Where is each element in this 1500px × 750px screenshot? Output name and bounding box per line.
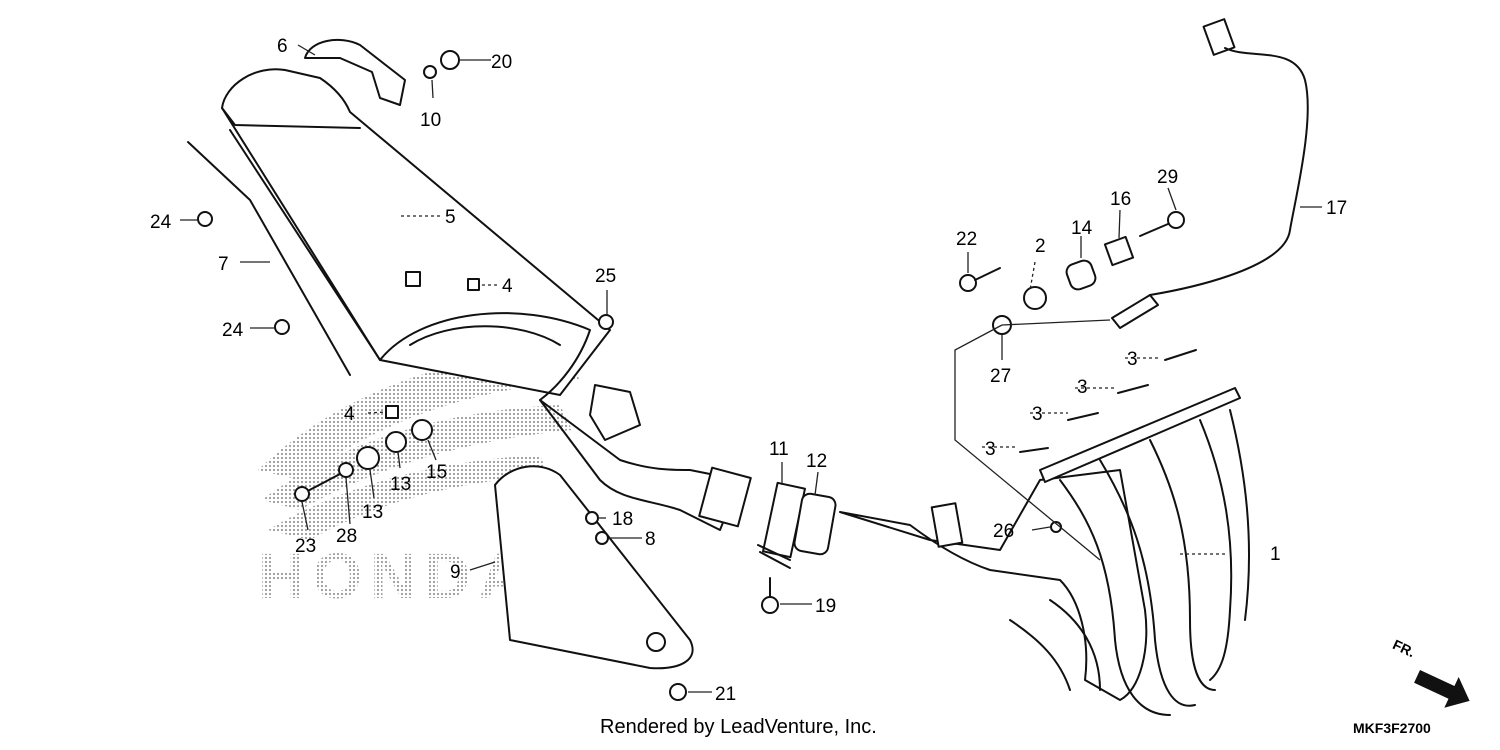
front-arrow-icon xyxy=(1414,670,1470,708)
callout-1: 1 xyxy=(1270,544,1281,565)
honda-watermark: HONDA xyxy=(258,350,580,612)
callout-3: 3 xyxy=(1077,377,1088,398)
callout-19: 19 xyxy=(815,596,836,617)
callout-28: 28 xyxy=(336,526,357,547)
callout-13: 13 xyxy=(362,502,383,523)
leader-lines xyxy=(180,44,1322,693)
oxygen-sensor xyxy=(1111,18,1309,329)
callout-3: 3 xyxy=(1032,404,1043,425)
callout-11: 11 xyxy=(769,439,789,460)
callout-10: 10 xyxy=(420,110,441,131)
callout-18: 18 xyxy=(612,509,633,530)
callout-2: 2 xyxy=(1035,236,1046,257)
callout-5: 5 xyxy=(445,207,456,228)
callout-3: 3 xyxy=(985,439,996,460)
callout-25: 25 xyxy=(595,266,616,287)
callout-7: 7 xyxy=(218,254,229,275)
callout-24: 24 xyxy=(222,320,244,341)
diagram-code: MKF3F2700 xyxy=(1353,720,1431,736)
callout-20: 20 xyxy=(491,52,512,73)
front-direction-indicator: FR. xyxy=(1390,636,1470,708)
callout-14: 14 xyxy=(1071,218,1093,239)
callout-labels: 1 2 3 3 3 3 4 4 5 6 7 8 9 10 11 12 13 13… xyxy=(150,36,1347,705)
callout-16: 16 xyxy=(1110,189,1131,210)
callout-12: 12 xyxy=(806,451,827,472)
render-credit: Rendered by LeadVenture, Inc. xyxy=(600,716,877,738)
honda-wing-logo xyxy=(258,350,580,540)
callout-8: 8 xyxy=(645,529,656,550)
honda-wordmark: HONDA xyxy=(258,540,533,612)
exhaust-gasket xyxy=(793,492,837,556)
callout-29: 29 xyxy=(1157,167,1178,188)
callout-4: 4 xyxy=(502,276,513,297)
exhaust-manifold xyxy=(839,387,1251,716)
callout-15: 15 xyxy=(426,462,447,483)
callout-21: 21 xyxy=(715,684,736,705)
callout-24: 24 xyxy=(150,212,172,233)
callout-26: 26 xyxy=(993,521,1014,542)
heat-shield xyxy=(494,465,694,670)
callout-22: 22 xyxy=(956,229,977,250)
callout-13: 13 xyxy=(390,474,411,495)
callout-17: 17 xyxy=(1326,198,1347,219)
callout-6: 6 xyxy=(277,36,288,57)
callout-9: 9 xyxy=(450,562,461,583)
muffler xyxy=(221,68,752,531)
callout-3: 3 xyxy=(1127,349,1138,370)
callout-23: 23 xyxy=(295,536,316,557)
callout-4: 4 xyxy=(344,404,355,425)
muffler-band-strip xyxy=(187,141,351,376)
front-label: FR. xyxy=(1390,636,1417,660)
callout-27: 27 xyxy=(990,366,1011,387)
muffler-bracket xyxy=(304,38,406,106)
